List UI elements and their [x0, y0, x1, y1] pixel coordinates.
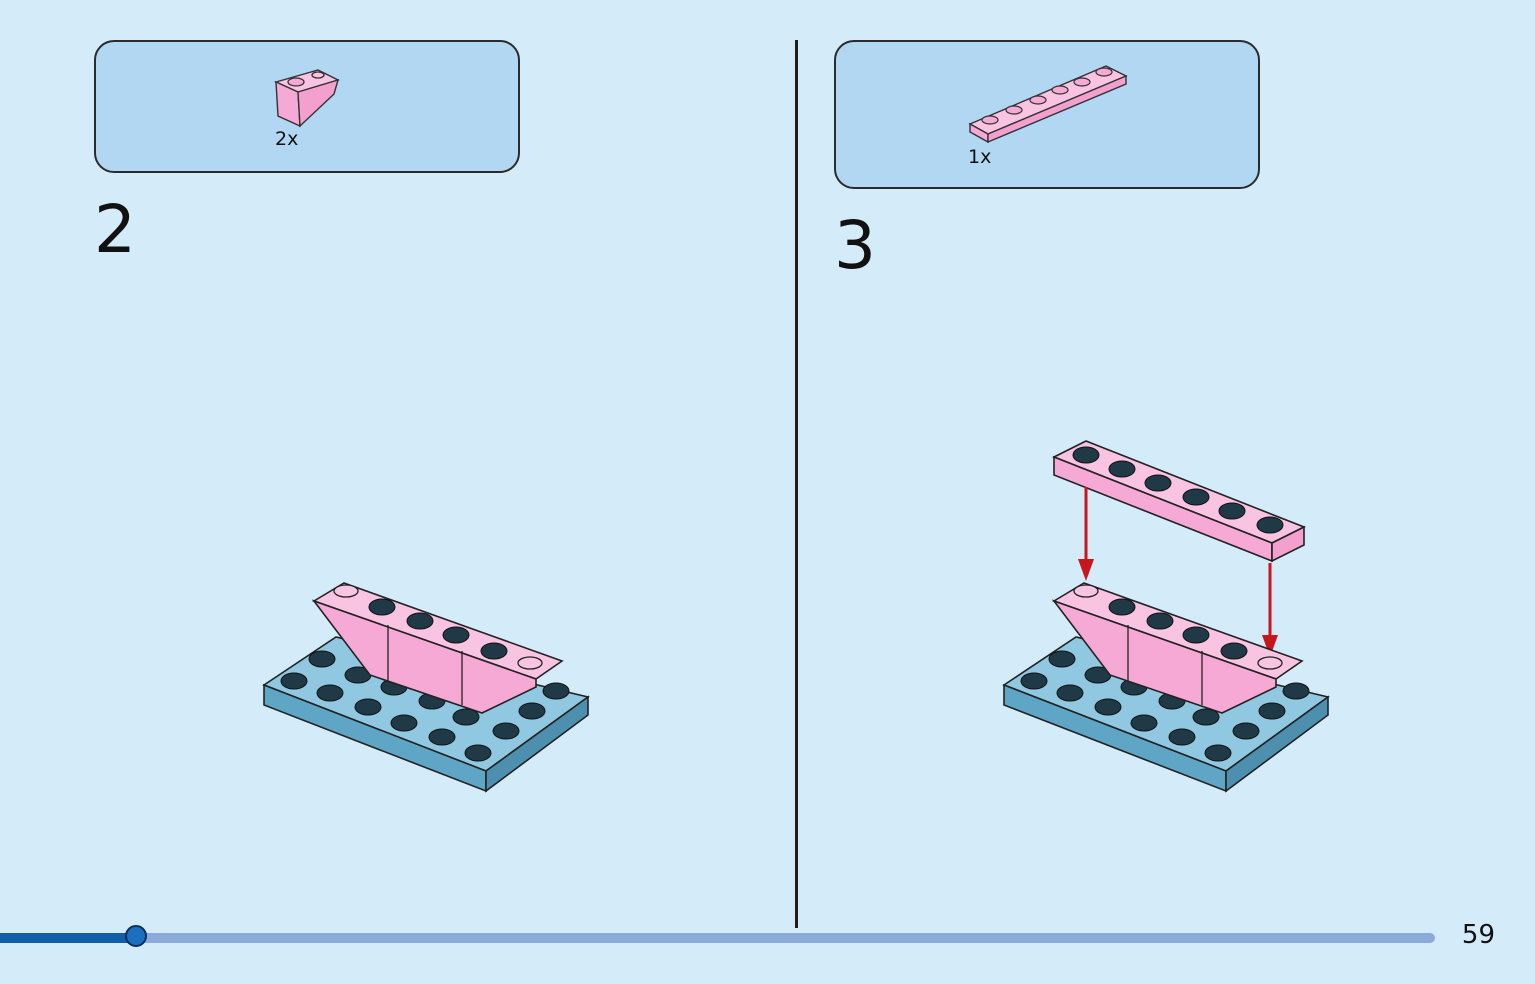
step-divider — [795, 40, 798, 928]
plate-1x6-pink-icon — [968, 65, 1128, 144]
step-number: 2 — [94, 191, 136, 268]
progress-fill — [0, 933, 136, 943]
parts-list-box-step-2: 2x — [94, 40, 520, 173]
inverted-slope-brick-pink-icon — [273, 69, 340, 128]
progress-track[interactable] — [0, 933, 1435, 943]
parts-list-box-step-3: 1x — [834, 40, 1260, 189]
step-2-assembly-illustration — [262, 582, 590, 793]
attach-arrow-icon — [1078, 487, 1278, 657]
step-number: 3 — [834, 207, 876, 284]
part-quantity: 2x — [275, 128, 299, 150]
part-quantity: 1x — [968, 146, 992, 168]
progress-slider-handle[interactable] — [125, 925, 147, 947]
step-3-assembly-illustration — [1002, 440, 1330, 793]
page-number: 59 — [1461, 920, 1495, 950]
